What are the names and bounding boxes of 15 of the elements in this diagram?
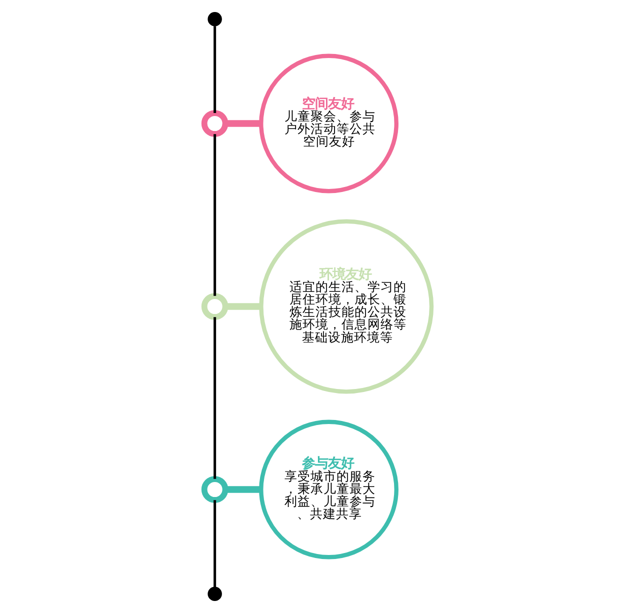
- connector: [226, 486, 261, 493]
- node-circle: 环境友好 适宜的生活、学习的居住环境，成长、锻炼生活技能的公共设施环境，信息网络等基础设施环境等: [259, 219, 434, 394]
- connector: [225, 303, 262, 310]
- connector: [214, 317, 216, 479]
- connector: [214, 26, 216, 113]
- node-circle: 参与友好 享受城市的服务，秉承儿童最大利益、儿童参与、共建共享: [259, 420, 398, 560]
- node-circle: [208, 586, 222, 601]
- node-circle: [201, 110, 228, 137]
- connector: [214, 500, 216, 588]
- node-circle: [201, 476, 228, 503]
- connector: [226, 120, 261, 127]
- node-circle: 空间友好 儿童聚会、参与户外活动等公共空间友好: [259, 54, 398, 194]
- connector: [214, 134, 216, 296]
- node-circle: [201, 293, 228, 320]
- node-circle: [208, 12, 222, 26]
